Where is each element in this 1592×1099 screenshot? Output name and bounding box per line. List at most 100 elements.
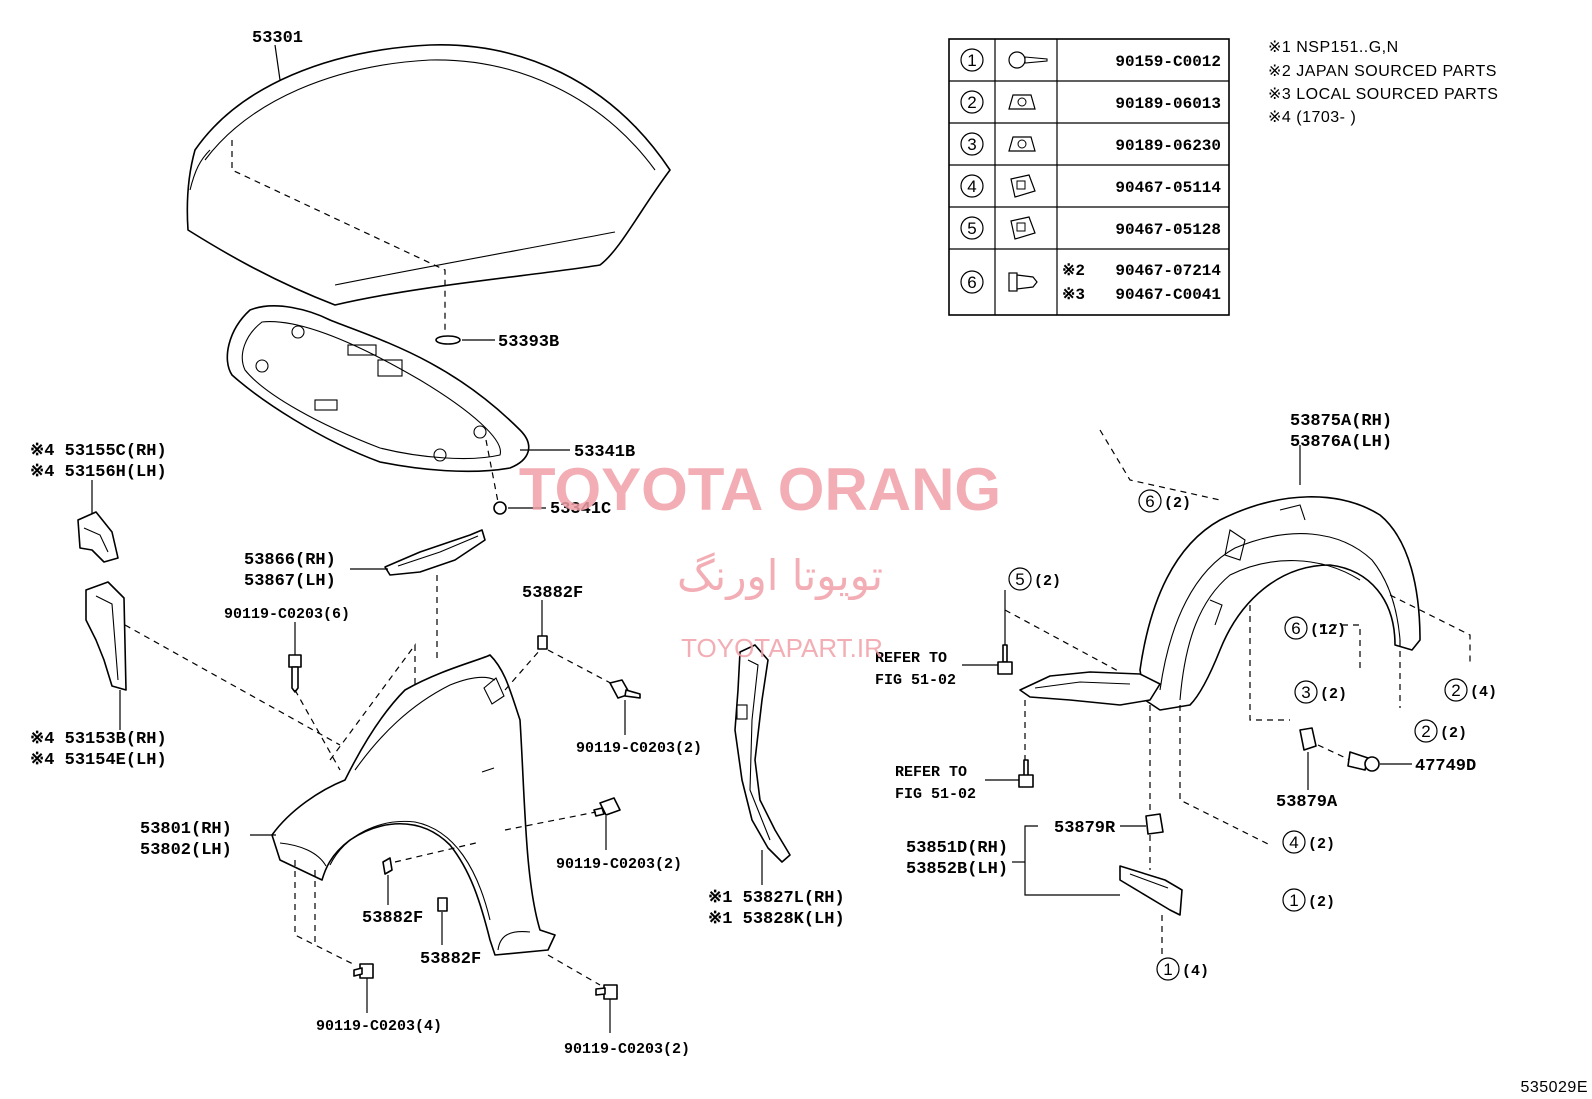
label-liner-clip: 47749D <box>1415 757 1476 776</box>
bolt-part[interactable] <box>997 644 1013 675</box>
fender-part[interactable] <box>271 654 556 956</box>
push-clip-icon <box>1008 272 1038 292</box>
callout-qty: (2) <box>1440 725 1467 742</box>
dash-line <box>547 649 621 689</box>
nut-clip-icon <box>1008 94 1036 110</box>
callout: 1 (2) <box>1282 888 1335 912</box>
label-liner-nut: 53879A <box>1276 793 1338 812</box>
table-part-number: 90189-06230 <box>1115 137 1221 155</box>
dash-line <box>124 624 341 746</box>
dash-line <box>1249 605 1290 721</box>
bolt-part[interactable] <box>1018 759 1034 788</box>
callout-number: 1 <box>1163 960 1172 979</box>
label-hood-seal: 53393B <box>498 333 559 352</box>
note-line: ※1 NSP151..G,N <box>1268 39 1399 56</box>
insulator-clip-part[interactable] <box>493 501 507 515</box>
callout-number: 5 <box>1015 570 1024 589</box>
note-line: ※2 JAPAN SOURCED PARTS <box>1268 63 1497 80</box>
dash-line <box>504 811 597 831</box>
bolt-part[interactable] <box>288 654 302 693</box>
dash-line <box>1004 609 1121 673</box>
plate-part[interactable] <box>437 897 448 912</box>
side-seal-part[interactable] <box>734 644 791 863</box>
dash-line <box>294 689 341 771</box>
label-refer-1b: FIG 51-02 <box>875 672 956 689</box>
nut-clip-icon <box>1008 136 1036 152</box>
callout: 3 (2) <box>1294 680 1347 704</box>
callout: 2 (2) <box>1414 719 1467 743</box>
dash-line <box>1320 624 1361 670</box>
table-row: 1 90159-C0012 <box>960 48 1221 72</box>
label-refer-2a: REFER TO <box>895 764 967 781</box>
note-line: ※3 LOCAL SOURCED PARTS <box>1268 86 1498 103</box>
u-nut-icon <box>1010 216 1036 240</box>
leader-line <box>274 44 281 81</box>
table-part-number: 90189-06013 <box>1115 95 1221 113</box>
table-row: 2 90189-06013 <box>960 90 1221 114</box>
dash-line <box>1389 594 1471 665</box>
label-mudguard-nut: 53879R <box>1054 819 1116 838</box>
label-fender-lh: 53802(LH) <box>140 841 232 860</box>
callout: 2 (4) <box>1444 678 1497 702</box>
bolt-part[interactable] <box>353 963 374 979</box>
label-refer-1a: REFER TO <box>875 650 947 667</box>
bolt-part[interactable] <box>593 797 621 817</box>
under-cover-part[interactable] <box>1019 671 1161 706</box>
liner-nut-part[interactable] <box>1299 727 1317 751</box>
hood-seal-part[interactable] <box>435 335 461 345</box>
callout-qty: (2) <box>1164 495 1191 512</box>
table-ref: 4 <box>967 177 976 196</box>
u-nut-icon <box>1010 174 1036 198</box>
callout-number: 1 <box>1289 891 1298 910</box>
label-bracket-rh: ※4 53155C(RH) <box>30 442 167 461</box>
label-bolt-2a: 90119-C0203(2) <box>576 740 702 757</box>
watermark-title: TOYOTA ORANG <box>519 456 1001 523</box>
hood-insulator-part[interactable] <box>226 305 530 473</box>
label-side-seal-rh: ※1 53827L(RH) <box>708 889 845 908</box>
wheel-liner-part[interactable] <box>1139 496 1421 711</box>
bracket-part[interactable] <box>77 511 119 563</box>
label-hood-insulator: 53341B <box>574 443 635 462</box>
label-hood: 53301 <box>252 29 303 48</box>
screw-icon <box>1008 51 1048 69</box>
table-part-number: 90467-C0041 <box>1115 286 1221 304</box>
table-part-number: 90159-C0012 <box>1115 53 1221 71</box>
table-note: ※3 <box>1062 286 1085 304</box>
label-fender-seal-rh: 53866(RH) <box>244 551 336 570</box>
plate-part[interactable] <box>382 857 393 875</box>
mudguard-part[interactable] <box>1119 865 1183 916</box>
callout-qty: (2) <box>1308 836 1335 853</box>
table-row: 3 90189-06230 <box>960 132 1221 156</box>
table-note: ※2 <box>1062 262 1085 280</box>
table-ref: 2 <box>967 93 976 112</box>
plate-part[interactable] <box>537 635 548 650</box>
table-part-number: 90467-07214 <box>1115 262 1221 280</box>
label-bracket-lh: ※4 53156H(LH) <box>30 463 167 482</box>
callout: 6 (12) <box>1284 616 1346 640</box>
label-plate-mid: 53882F <box>362 909 423 928</box>
label-bolt-2b: 90119-C0203(2) <box>556 856 682 873</box>
liner-clip-part[interactable] <box>1347 751 1380 772</box>
mudguard-nut-part[interactable] <box>1145 813 1164 835</box>
watermark-persian: تویوتا اورنگ <box>677 551 883 600</box>
dash-line <box>1317 744 1351 761</box>
bolt-part[interactable] <box>595 984 618 1000</box>
callout-number: 2 <box>1421 722 1430 741</box>
fastener-table: 1 90159-C0012 2 90189-06013 3 <box>948 38 1230 316</box>
callout-number: 3 <box>1301 683 1310 702</box>
callout-number: 6 <box>1145 492 1154 511</box>
table-ref: 1 <box>967 51 976 70</box>
callout-number: 4 <box>1289 833 1298 852</box>
apron-part[interactable] <box>85 581 127 691</box>
label-bolt-6: 90119-C0203(6) <box>224 606 350 623</box>
label-apron-lh: ※4 53154E(LH) <box>30 751 167 770</box>
dash-line <box>1179 705 1271 846</box>
bracket-line <box>1024 825 1120 896</box>
watermark-url: TOYOTAPART.IR <box>681 633 883 663</box>
fender-seal-part[interactable] <box>384 529 486 576</box>
table-row: 6 ※2 90467-07214 ※3 90467-C0041 <box>960 262 1221 304</box>
bolt-part[interactable] <box>609 679 641 699</box>
figure-code: 535029E <box>1520 1079 1588 1096</box>
hood-part[interactable] <box>186 44 671 306</box>
